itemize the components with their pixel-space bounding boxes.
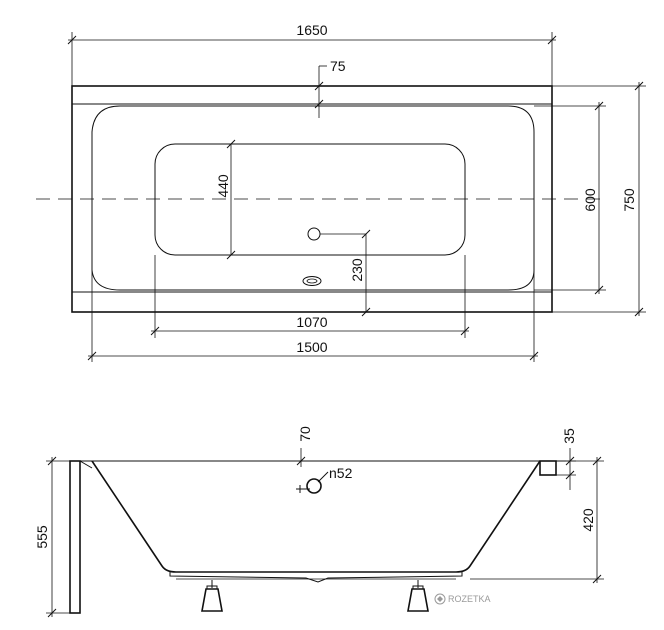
side-left-rim-lip <box>79 460 93 469</box>
side-front-panel <box>69 460 81 614</box>
side-view: 70 n52 35 420 555 <box>34 426 604 618</box>
dimension-rim-width: 75 <box>314 58 346 118</box>
dimension-rim-thickness: 35 <box>556 428 577 490</box>
dimension-bottom-length: 1070 <box>150 255 470 338</box>
dim-label-inner-height: 440 <box>215 174 231 198</box>
dim-label-overall-width: 750 <box>621 188 637 212</box>
dim-label-rim-thickness: 35 <box>561 428 577 444</box>
dimension-drain-depth: 70 <box>296 426 313 467</box>
dimension-inner-width: 600 <box>534 101 606 295</box>
dim-label-rim-width: 75 <box>330 58 346 74</box>
side-basin-outline <box>91 460 541 573</box>
dim-label-drain-offset: 230 <box>349 258 365 282</box>
side-right-foot <box>407 580 429 612</box>
dim-label-inner-length: 1500 <box>296 339 327 355</box>
dim-label-overall-length: 1650 <box>296 22 327 38</box>
dimension-overall-length: 1650 <box>67 22 557 86</box>
dim-label-inner-width: 600 <box>582 188 598 212</box>
dimension-drain-offset: 230 <box>349 229 371 317</box>
rozetka-watermark: ROZETKA <box>434 593 491 605</box>
dim-label-total-height: 555 <box>34 525 50 549</box>
drain-icon <box>307 227 321 241</box>
overflow-icon <box>302 276 322 286</box>
dim-label-tub-depth: 420 <box>580 508 596 532</box>
tub-bottom-area <box>154 143 466 256</box>
rozetka-watermark-text: ROZETKA <box>448 594 491 604</box>
dimension-overall-width: 750 <box>552 81 646 317</box>
dim-label-bottom-length: 1070 <box>296 314 327 330</box>
side-left-foot <box>201 580 223 612</box>
dimension-inner-height: 440 <box>215 139 236 260</box>
dim-label-drain-diameter: n52 <box>329 465 353 481</box>
side-right-rim-block <box>539 460 557 476</box>
side-base-frame <box>169 572 463 583</box>
side-drain-icon <box>296 471 329 494</box>
dimension-tub-depth: 420 <box>470 456 604 584</box>
tub-basin-outline <box>91 105 535 291</box>
dimension-total-height: 555 <box>34 456 70 618</box>
dimension-inner-length: 1500 <box>87 270 539 362</box>
dim-label-drain-depth: 70 <box>297 426 313 442</box>
overflow-inner-icon <box>306 278 318 284</box>
plan-view: 1650 75 440 230 <box>36 22 646 362</box>
rozetka-logo-icon <box>434 593 446 605</box>
